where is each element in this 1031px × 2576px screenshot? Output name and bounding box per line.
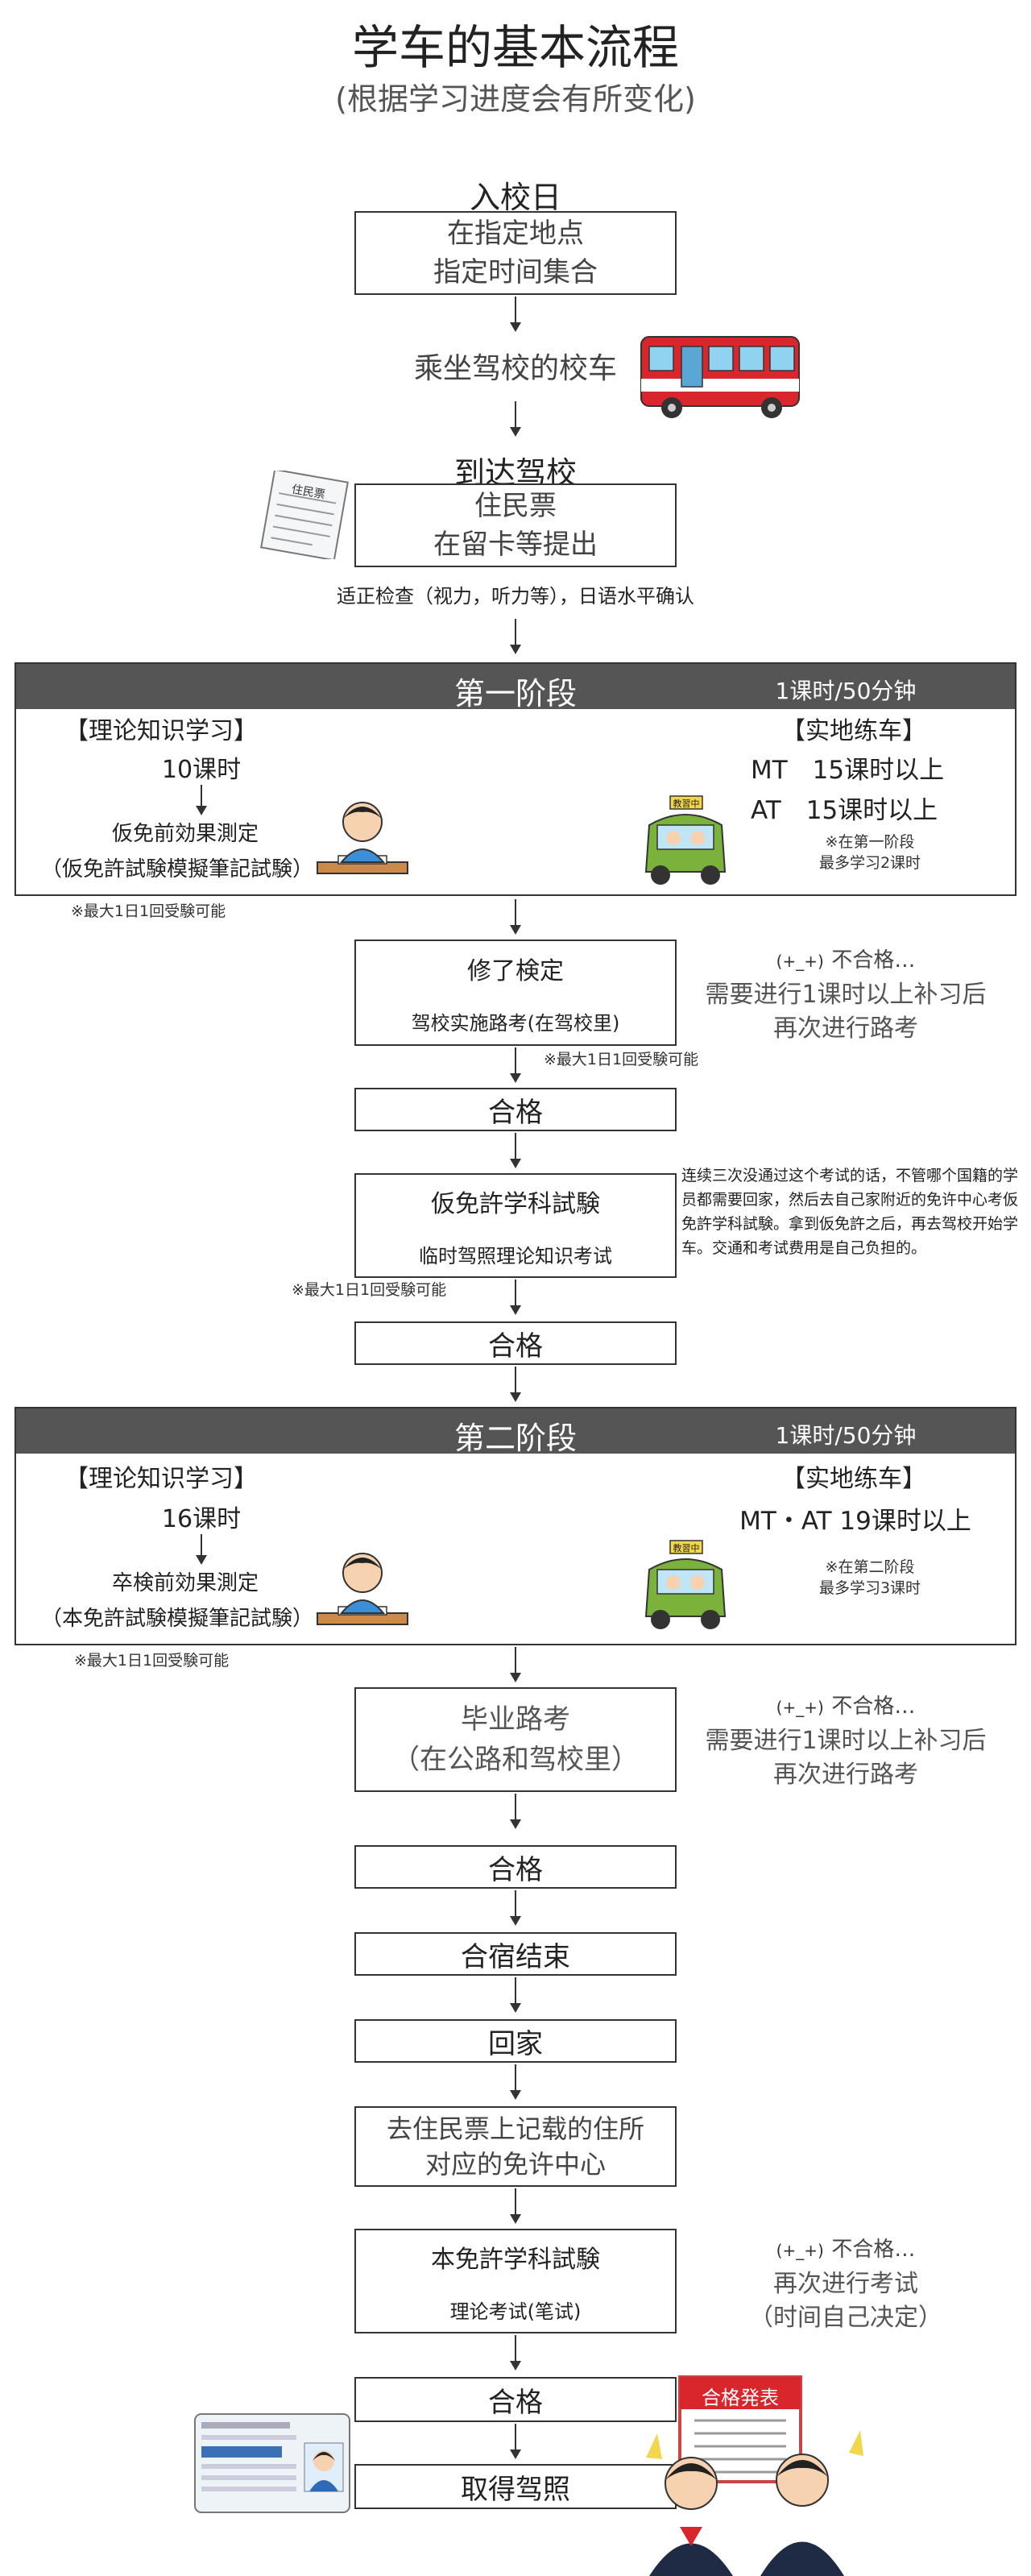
stage-2-theory-title: 【理论知识学习】 — [64, 1465, 258, 1493]
student-illustration — [314, 793, 411, 890]
document-illustration: 住民票 — [256, 471, 353, 559]
pass-box-3: 合格 — [354, 1845, 677, 1889]
stage-1-theory-hours: 10课时 — [161, 756, 242, 784]
stage-2-theory-hours: 16课时 — [161, 1505, 242, 1533]
shuryo-fail-text: 不合格… — [831, 948, 916, 973]
stage-2-practice-note-line-1: ※在第二阶段 — [825, 1558, 915, 1576]
karimen-exam-title: 仮免許学科試験 — [431, 1189, 600, 1218]
graduation-fail-heading: (+_+) 不合格… — [685, 1689, 1007, 1724]
pass-box-1: 合格 — [354, 1088, 677, 1131]
shuryo-footnote: ※最大1日1回受験可能 — [544, 1051, 699, 1068]
enroll-line-2: 指定时间集合 — [433, 256, 598, 288]
stage-2-practice-note: ※在第二阶段 最多学习3课时 — [773, 1557, 967, 1599]
aptitude-check-text: 适正检查（视力，听力等），日语水平确认 — [337, 585, 694, 608]
stage-1-practice-mt: MT 15课时以上 — [751, 756, 945, 785]
karimen-exam-box: 仮免許学科試験 临时驾照理论知识考试 — [354, 1173, 677, 1278]
shuryo-fail-heading: (+_+) 不合格… — [685, 943, 1007, 978]
karimen-side-note: 连续三次没通过这个考试的话，不管哪个国籍的学员都需要回家，然后去自己家附近的免许… — [681, 1167, 1019, 1257]
stage-2-header: 第二阶段 1课时/50分钟 — [16, 1408, 1015, 1456]
training-car-illustration: 教習中 — [641, 793, 730, 890]
stage-1-practice-note-line-2: 最多学习2课时 — [818, 854, 921, 872]
page-subtitle: (根据学习进度会有所变化) — [335, 81, 696, 117]
graduation-line-2: （在公路和驾校里） — [392, 1744, 639, 1776]
stage-1-header: 第一阶段 1课时/50分钟 — [16, 664, 1015, 711]
stage-2-theory-test-sub: （本免許試験模擬筆記試験） — [40, 1607, 313, 1631]
enroll-line-1: 在指定地点 — [447, 218, 584, 250]
graduation-fail-line-1: 需要进行1课时以上补习后 — [705, 1727, 987, 1755]
go-home-box: 回家 — [354, 2019, 677, 2063]
stage-1-practice-at: AT 15课时以上 — [751, 796, 938, 825]
stage-2-practice-note-line-2: 最多学习3课时 — [818, 1579, 921, 1597]
honmen-exam-box: 本免許学科試験 理论考试(笔试) — [354, 2229, 677, 2333]
honmen-exam-sub: 理论考试(笔试) — [449, 2300, 582, 2323]
shuryo-kentei-title: 修了検定 — [467, 956, 564, 985]
honmen-fail-heading: (+_+) 不合格… — [685, 2232, 1007, 2267]
car-sign: 教習中 — [673, 799, 700, 809]
camp-end-box: 合宿结束 — [354, 1932, 677, 1976]
license-card-illustration — [192, 2411, 353, 2516]
stage-1-footnote: ※最大1日1回受験可能 — [71, 902, 226, 920]
stage-1-unit: 1课时/50分钟 — [775, 678, 917, 704]
documents-box: 住民票 在留卡等提出 — [354, 483, 677, 567]
stage-2-unit: 1课时/50分钟 — [775, 1422, 917, 1449]
stage-2-practice-mtat: MT・AT 19课时以上 — [739, 1507, 971, 1536]
page-title: 学车的基本流程 — [351, 20, 679, 75]
results-board-illustration: 合格発表 — [635, 2369, 868, 2576]
student-illustration — [314, 1544, 411, 1641]
stage-2-theory-test: 卒検前効果測定 — [111, 1571, 259, 1595]
enroll-day-label: 入校日 — [469, 180, 561, 215]
shuryo-fail-line-2: 再次进行路考 — [773, 1014, 918, 1043]
stage-1-practice-note-line-1: ※在第一阶段 — [825, 833, 915, 851]
bus-text: 乘坐驾校的校车 — [413, 352, 617, 385]
shuryo-kentei-box: 修了検定 驾校实施路考(在驾校里) — [354, 940, 677, 1046]
honmen-exam-title: 本免許学科試験 — [431, 2245, 600, 2274]
stage-1-title: 第一阶段 — [453, 676, 577, 711]
shuryo-fail-line-1: 需要进行1课时以上补习后 — [705, 981, 987, 1009]
graduation-fail-text: 不合格… — [831, 1695, 916, 1719]
documents-line-2: 在留卡等提出 — [433, 529, 598, 561]
shuryo-kentei-sub: 驾校实施路考(在驾校里) — [411, 1011, 620, 1035]
final-license-box: 取得驾照 — [354, 2464, 677, 2509]
honmen-fail-line-2: （时间自己决定） — [749, 2304, 942, 2332]
license-center-line-2: 对应的免许中心 — [424, 2149, 606, 2180]
stage-1-theory-title: 【理论知识学习】 — [64, 717, 258, 745]
car-sign: 教習中 — [673, 1543, 700, 1553]
stage-1-theory-test: 仮免前効果測定 — [111, 822, 259, 846]
honmen-fail-line-1: 再次进行考试 — [773, 2270, 918, 2298]
stage-2-practice-title: 【实地练车】 — [781, 1465, 926, 1493]
graduation-fail-line-2: 再次进行路考 — [773, 1761, 918, 1789]
graduation-fail-note: (+_+) 不合格… 需要进行1课时以上补习后 再次进行路考 — [685, 1689, 1007, 1792]
karimen-footnote: ※最大1日1回受験可能 — [292, 1281, 447, 1299]
shuryo-fail-note: (+_+) 不合格… 需要进行1课时以上补习后 再次进行路考 — [685, 943, 1007, 1046]
documents-line-1: 住民票 — [474, 490, 557, 522]
stage-1-practice-note: ※在第一阶段 最多学习2课时 — [773, 832, 967, 873]
stage-2-footnote: ※最大1日1回受験可能 — [74, 1652, 230, 1670]
graduation-exam-box: 毕业路考 （在公路和驾校里） — [354, 1687, 677, 1792]
honmen-fail-text: 不合格… — [831, 2238, 916, 2262]
sad-face-icon: (+_+) — [776, 952, 824, 971]
enroll-box: 在指定地点 指定时间集合 — [354, 211, 677, 295]
license-center-box: 去住民票上记载的住所 对应的免许中心 — [354, 2106, 677, 2187]
stage-2-panel: 第二阶段 1课时/50分钟 【理论知识学习】 16课时 卒検前効果測定 （本免許… — [14, 1407, 1017, 1645]
stage-2-title: 第二阶段 — [453, 1421, 577, 1456]
results-board-title: 合格発表 — [702, 2387, 779, 2409]
pass-box-2: 合格 — [354, 1321, 677, 1365]
bus-illustration — [636, 332, 805, 421]
stage-1-panel: 第一阶段 1课时/50分钟 【理论知识学习】 10课时 仮免前効果測定 （仮免許… — [14, 662, 1017, 896]
graduation-line-1: 毕业路考 — [461, 1703, 570, 1736]
stage-1-practice-title: 【实地练车】 — [781, 717, 926, 745]
stage-1-theory-test-sub: （仮免許試験模擬筆記試験） — [40, 857, 313, 881]
honmen-fail-note: (+_+) 不合格… 再次进行考试 （时间自己决定） — [685, 2232, 1007, 2335]
karimen-exam-sub: 临时驾照理论知识考试 — [419, 1244, 612, 1267]
sad-face-icon: (+_+) — [776, 2241, 824, 2260]
pass-box-4: 合格 — [354, 2377, 677, 2422]
license-center-line-1: 去住民票上记载的住所 — [386, 2113, 644, 2144]
training-car-illustration: 教習中 — [641, 1537, 730, 1634]
sad-face-icon: (+_+) — [776, 1698, 824, 1717]
